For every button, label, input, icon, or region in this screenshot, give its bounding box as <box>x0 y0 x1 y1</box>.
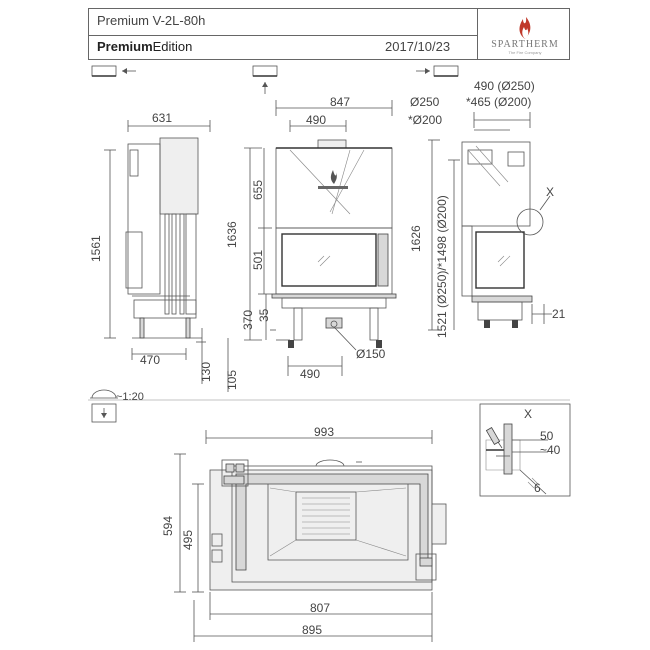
right-detail-marker: X <box>546 185 554 199</box>
side-depth-dim: 470 <box>140 353 160 367</box>
front-view <box>244 100 397 376</box>
side-height-dim: 1561 <box>89 235 103 262</box>
plan-scale: ~1:20 <box>116 391 144 403</box>
front-flue-offset-dim: 490 <box>306 113 326 127</box>
plan-overall-width-dim: 993 <box>314 425 334 439</box>
plan-width-inner-dim: 807 <box>310 601 330 615</box>
plan-view-marker <box>90 389 118 423</box>
right-side-offset-dim: 21 <box>552 307 566 321</box>
side-base-dim: 105 <box>225 370 239 390</box>
edition-bold: Premium <box>97 39 153 54</box>
plan-depth-inner-dim: 495 <box>181 530 195 550</box>
front-base-height-dim: 370 <box>241 310 255 330</box>
title-block: Premium V-2L-80h PremiumEdition 2017/10/… <box>88 8 570 60</box>
view-marker-left <box>91 65 136 77</box>
right-flue-dim-2: *465 (Ø200) <box>466 95 531 109</box>
right-flue-height-dim: 1521 (Ø250)/*1498 (Ø200) <box>435 195 449 338</box>
side-width-dim: 631 <box>152 111 172 125</box>
side-view <box>104 120 229 392</box>
front-upper-height-dim: 655 <box>251 180 265 200</box>
title-divider <box>89 35 477 36</box>
detail-marker: X <box>524 407 532 421</box>
model-name: Premium V-2L-80h <box>97 13 206 28</box>
front-bottom-offset-dim: 490 <box>300 367 320 381</box>
front-air-inlet-dim: Ø150 <box>356 347 386 361</box>
edition-rest: Edition <box>152 39 193 54</box>
front-small-offset-dim: 35 <box>257 308 271 322</box>
plan-view <box>174 430 447 642</box>
edition-label: PremiumEdition <box>97 39 192 54</box>
plan-depth-outer-dim: 594 <box>161 516 175 536</box>
front-total-height-dim: 1636 <box>225 221 239 248</box>
brand-name: SPARTHERM <box>491 39 559 50</box>
right-total-height-dim: 1626 <box>409 225 423 252</box>
flame-icon <box>519 17 531 39</box>
view-marker-right <box>416 65 459 77</box>
right-view <box>428 112 552 331</box>
brand-logo: SPARTHERM The Fire Company <box>481 11 569 57</box>
drawing-date: 2017/10/23 <box>385 39 451 54</box>
detail-view <box>479 403 571 497</box>
detail-dim-2: ~40 <box>540 443 561 457</box>
front-glass-height-dim: 501 <box>251 250 265 270</box>
right-flue-diameter-1: Ø250 <box>410 95 440 109</box>
detail-dim-1: 50 <box>540 429 554 443</box>
right-flue-dim-1: 490 (Ø250) <box>474 79 535 93</box>
title-divider-vertical <box>477 9 478 59</box>
detail-dim-3: 6 <box>534 481 541 495</box>
front-width-dim: 847 <box>330 95 350 109</box>
view-marker-front <box>252 65 278 94</box>
side-leg-dim: 130 <box>199 362 213 382</box>
brand-tagline: The Fire Company <box>508 50 542 55</box>
plan-width-outer-dim: 895 <box>302 623 322 637</box>
right-flue-diameter-2: *Ø200 <box>408 113 442 127</box>
